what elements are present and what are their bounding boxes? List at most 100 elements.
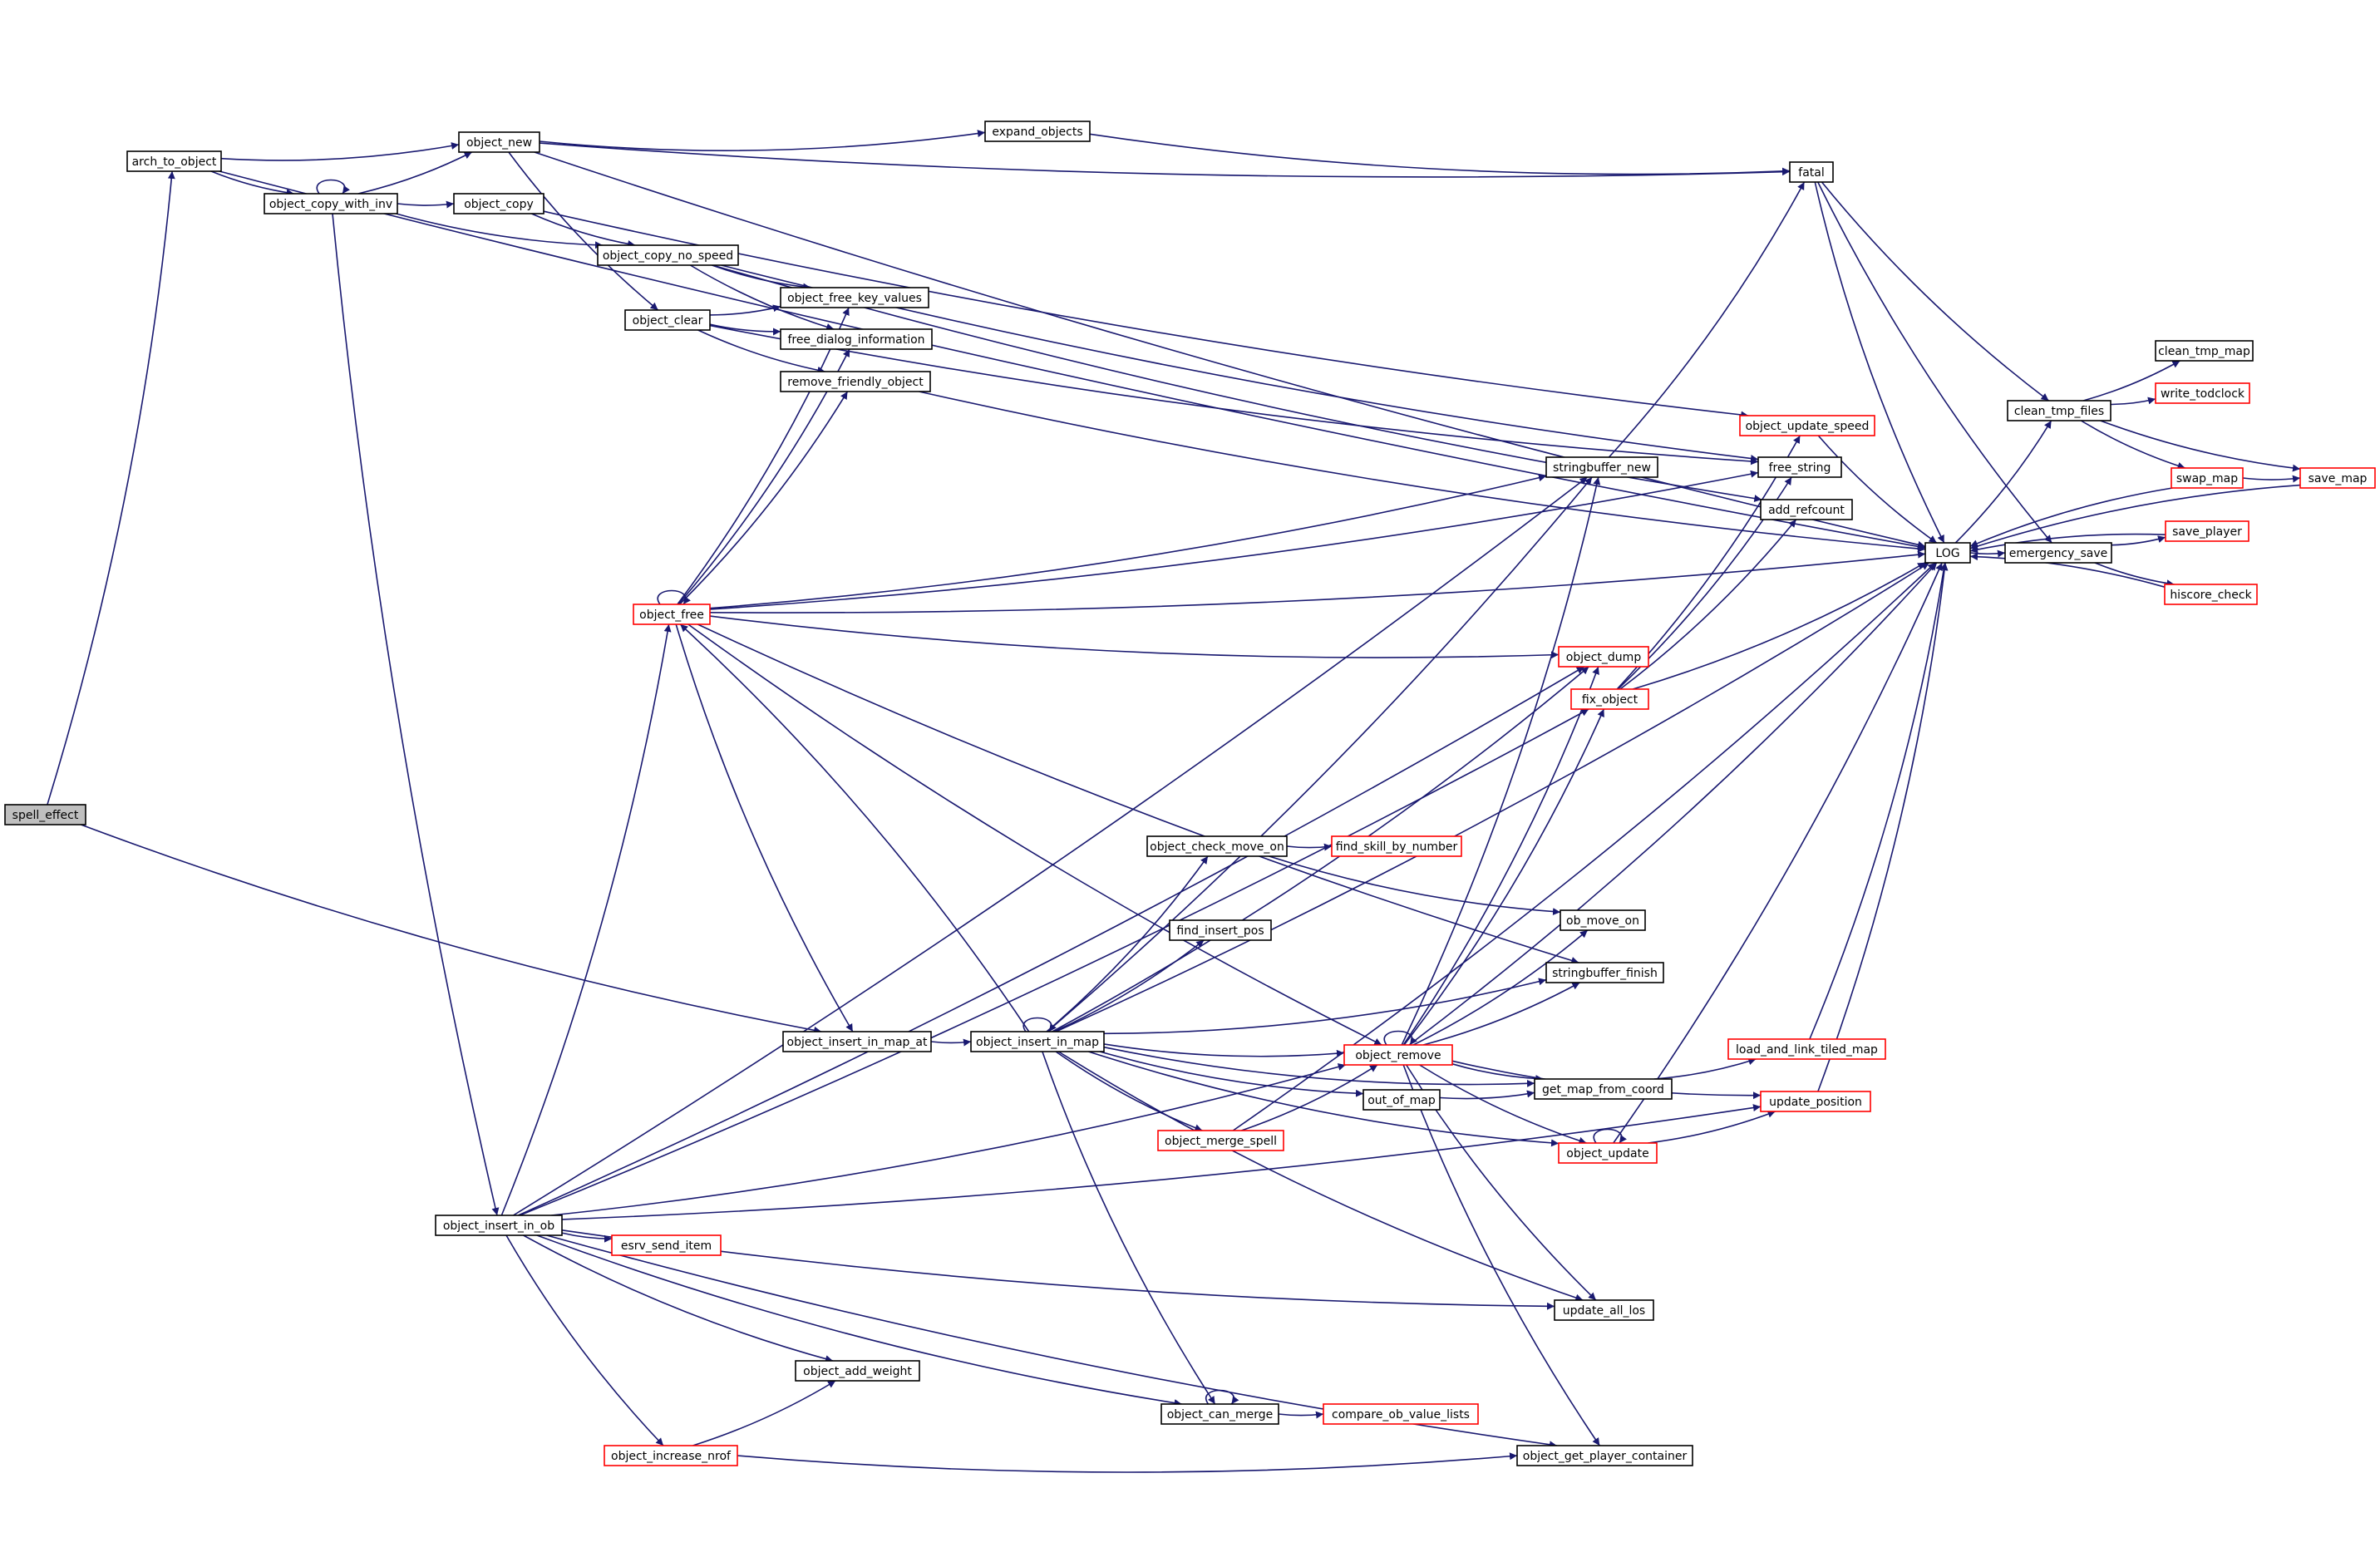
node-label: object_copy_with_inv [269, 198, 392, 211]
edge-object-free-to-stringbuffer-new [709, 474, 1547, 609]
node-object-merge-spell[interactable]: object_merge_spell [1157, 1130, 1284, 1151]
edge-fatal-to-emergency-save [1817, 181, 2052, 544]
node-update-all-los[interactable]: update_all_los [1554, 1299, 1654, 1321]
node-save-map[interactable]: save_map [2299, 467, 2376, 489]
node-label: object_copy [464, 198, 534, 211]
node-object-insert-in-map-at[interactable]: object_insert_in_map_at [782, 1031, 932, 1052]
edge-object-insert-in-ob-to-object-free [500, 623, 672, 1216]
edge-object-copy-with-inv-to-object-copy-with-inv [316, 179, 350, 195]
node-add-refcount[interactable]: add_refcount [1760, 499, 1853, 520]
node-save-player[interactable]: save_player [2165, 520, 2249, 542]
node-object-increase-nrof[interactable]: object_increase_nrof [604, 1445, 738, 1466]
node-spell-effect[interactable]: spell_effect [4, 804, 86, 825]
edge-out-of-map-to-get-map-from-coord [1439, 1090, 1535, 1100]
node-label: spell_effect [12, 809, 79, 822]
node-clean-tmp-map[interactable]: clean_tmp_map [2155, 340, 2254, 362]
edge-object-update-to-object-update [1593, 1128, 1627, 1144]
node-box [264, 193, 398, 214]
edge-arch-to-object-to-object-copy-with-inv [210, 170, 294, 197]
edge-emergency-save-to-hiscore-check [2094, 562, 2175, 588]
node-find-skill-by-number[interactable]: find_skill_by_number [1331, 835, 1462, 857]
edge-object-free-to-free-string [709, 470, 1759, 610]
node-object-get-player-container[interactable]: object_get_player_container [1516, 1445, 1693, 1466]
node-object-clear[interactable]: object_clear [624, 309, 711, 331]
node-label: ob_move_on [1566, 914, 1639, 928]
node-object-update-speed[interactable]: object_update_speed [1739, 415, 1875, 436]
node-object-insert-in-map[interactable]: object_insert_in_map [970, 1031, 1105, 1052]
node-box [1560, 909, 1646, 931]
node-label: expand_objects [992, 126, 1082, 139]
edge-object-remove-to-stringbuffer-finish [1422, 982, 1580, 1046]
node-free-dialog-information[interactable]: free_dialog_information [780, 328, 933, 350]
node-label: object_insert_in_map_at [787, 1036, 929, 1049]
node-out-of-map[interactable]: out_of_map [1362, 1089, 1441, 1111]
node-esrv-send-item[interactable]: esrv_send_item [611, 1234, 722, 1256]
node-object-copy-with-inv[interactable]: object_copy_with_inv [264, 193, 398, 214]
node-box [126, 150, 222, 172]
edge-object-update-to-update-position [1648, 1110, 1776, 1144]
node-box [1169, 919, 1272, 941]
edge-object-copy-with-inv-to-object-new [357, 151, 473, 195]
node-emergency-save[interactable]: emergency_save [2004, 542, 2112, 564]
node-box [1343, 1044, 1453, 1066]
node-box [984, 121, 1091, 142]
node-box [633, 604, 711, 625]
node-arch-to-object[interactable]: arch_to_object [126, 150, 222, 172]
node-object-free[interactable]: object_free [633, 604, 711, 625]
edge-save-player-to-LOG [1969, 533, 2166, 554]
edge-object-copy-with-inv-to-object-copy [397, 200, 455, 209]
node-box [1516, 1445, 1693, 1466]
node-box [780, 371, 931, 392]
edge-object-new-to-object-clear [508, 151, 659, 311]
node-box [780, 287, 929, 308]
node-box [611, 1234, 722, 1256]
node-object-new[interactable]: object_new [458, 131, 540, 153]
node-object-remove[interactable]: object_remove [1343, 1044, 1453, 1066]
node-ob-move-on[interactable]: ob_move_on [1560, 909, 1646, 931]
node-object-dump[interactable]: object_dump [1558, 646, 1649, 668]
node-expand-objects[interactable]: expand_objects [984, 121, 1091, 142]
edge-object-insert-in-map-to-stringbuffer-finish [1103, 978, 1547, 1035]
node-object-copy[interactable]: object_copy [453, 193, 544, 214]
node-box [1558, 1142, 1658, 1164]
node-fix-object[interactable]: fix_object [1570, 688, 1649, 710]
edge-object-free-to-stringbuffer-finish [697, 623, 1579, 964]
node-get-map-from-coord[interactable]: get_map_from_coord [1534, 1078, 1673, 1100]
node-find-insert-pos[interactable]: find_insert_pos [1169, 919, 1272, 941]
node-load-and-link-tiled-map[interactable]: load_and_link_tiled_map [1727, 1038, 1886, 1060]
node-box [2165, 520, 2249, 542]
edge-object-insert-in-map-to-out-of-map [1099, 1051, 1364, 1097]
node-stringbuffer-new[interactable]: stringbuffer_new [1545, 456, 1658, 478]
node-box [4, 804, 86, 825]
node-hiscore-check[interactable]: hiscore_check [2164, 584, 2258, 605]
edge-spell-effect-to-arch-to-object [47, 170, 175, 806]
node-object-add-weight[interactable]: object_add_weight [795, 1360, 920, 1382]
node-swap-map[interactable]: swap_map [2171, 467, 2244, 489]
node-box [1570, 688, 1649, 710]
edge-object-copy-with-inv-to-object-insert-in-ob [332, 213, 500, 1216]
edge-object-free-to-remove-friendly-object [678, 391, 849, 605]
node-update-position[interactable]: update_position [1760, 1091, 1871, 1112]
node-object-insert-in-ob[interactable]: object_insert_in_ob [435, 1215, 563, 1236]
edge-object-insert-in-ob-to-stringbuffer-new [513, 476, 1588, 1216]
node-stringbuffer-finish[interactable]: stringbuffer_finish [1545, 962, 1664, 983]
edge-object-clear-to-remove-friendly-object [697, 329, 825, 374]
node-write-todclock[interactable]: write_todclock [2155, 382, 2250, 404]
node-remove-friendly-object[interactable]: remove_friendly_object [780, 371, 931, 392]
node-compare-ob-value-lists[interactable]: compare_ob_value_lists [1323, 1403, 1479, 1425]
node-label: free_dialog_information [787, 333, 924, 347]
node-object-copy-no-speed[interactable]: object_copy_no_speed [597, 244, 739, 266]
node-object-can-merge[interactable]: object_can_merge [1160, 1403, 1279, 1425]
node-object-free-key-values[interactable]: object_free_key_values [780, 287, 929, 308]
edge-load-and-link-tiled-map-to-LOG [1809, 562, 1948, 1040]
edge-object-insert-in-ob-to-fix-object [519, 708, 1589, 1216]
node-free-string[interactable]: free_string [1757, 456, 1842, 478]
node-fatal[interactable]: fatal [1789, 161, 1834, 183]
node-label: object_add_weight [803, 1365, 912, 1378]
node-box [1739, 415, 1875, 436]
node-object-update[interactable]: object_update [1558, 1142, 1658, 1164]
edge-layer [47, 130, 2301, 1473]
node-LOG[interactable]: LOG [1924, 542, 1971, 564]
node-object-check-move-on[interactable]: object_check_move_on [1146, 835, 1288, 857]
node-clean-tmp-files[interactable]: clean_tmp_files [2007, 400, 2111, 421]
